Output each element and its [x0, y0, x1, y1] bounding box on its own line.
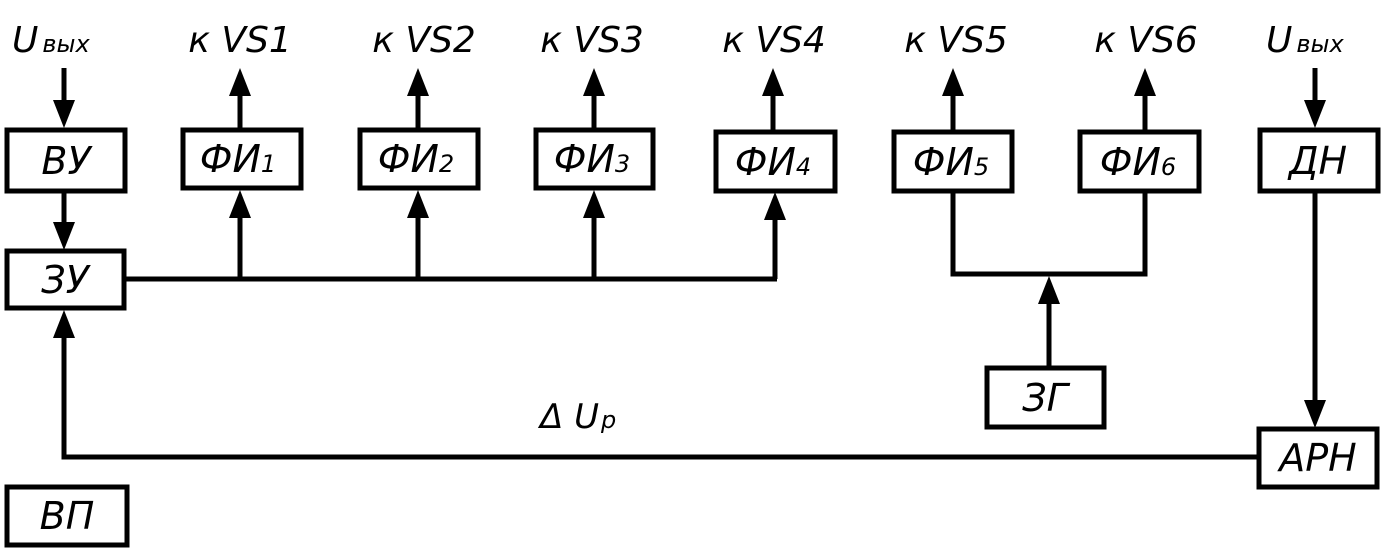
- arrowhead-vs3: [583, 68, 605, 96]
- block-fi4-label: ФИ4: [735, 140, 811, 184]
- block-vp: ВП: [4, 484, 130, 548]
- block-arn-label: АРН: [1276, 436, 1356, 480]
- block-zu: ЗУ: [4, 248, 127, 311]
- block-fi6: ФИ6: [1077, 129, 1202, 194]
- output-label-vs5: к VS5: [904, 20, 1008, 61]
- arrowhead-fi4-in: [764, 192, 786, 220]
- block-fi3: ФИ3: [533, 127, 656, 191]
- block-fi2: ФИ2: [357, 127, 481, 191]
- arrowhead-dn: [1304, 100, 1326, 128]
- block-fi5: ФИ5: [891, 129, 1015, 194]
- arrowhead-vs1: [229, 68, 251, 96]
- output-label-vs1: к VS1: [188, 20, 292, 61]
- arrowhead-fi1-in: [229, 190, 251, 218]
- block-fi4: ФИ4: [713, 129, 838, 194]
- block-fi1: ФИ1: [180, 127, 304, 191]
- block-fi1-label: ФИ1: [200, 137, 276, 181]
- wire-fi5-fi6-bracket: [950, 192, 1148, 277]
- arrowhead-fi2-in: [407, 190, 429, 218]
- arrowhead-vs2: [407, 68, 429, 96]
- arrowhead-arn: [1304, 400, 1326, 428]
- block-vu: ВУ: [4, 127, 128, 194]
- arrowhead-fi3-in: [583, 190, 605, 218]
- block-fi5-label: ФИ5: [913, 140, 989, 184]
- block-vu-label: ВУ: [41, 139, 93, 183]
- block-fi6-label: ФИ6: [1100, 140, 1176, 184]
- output-label-vs3: к VS3: [540, 20, 644, 61]
- arrowhead-vu: [53, 100, 75, 128]
- block-fi2-label: ФИ2: [378, 137, 454, 181]
- output-label-vs6: к VS6: [1094, 20, 1198, 61]
- arrowhead-vs6: [1134, 68, 1156, 96]
- feedback-label: Δ Uр: [537, 397, 616, 437]
- block-zg-label: ЗГ: [1022, 376, 1070, 420]
- arrowhead-vs5: [942, 68, 964, 96]
- output-label-vs2: к VS2: [372, 20, 476, 61]
- arrowhead-zu-bottom: [53, 310, 75, 338]
- arrowhead-zu-top: [53, 222, 75, 250]
- block-zu-label: ЗУ: [41, 258, 91, 302]
- block-dn-label: ДН: [1287, 139, 1347, 183]
- arrowhead-vs4: [762, 68, 784, 96]
- wire-feedback: [61, 330, 1259, 460]
- arrowhead-zg-bracket: [1038, 276, 1060, 304]
- output-label-vs4: к VS4: [722, 20, 826, 61]
- block-dn: ДН: [1257, 127, 1381, 194]
- block-arn: АРН: [1256, 426, 1380, 490]
- block-fi3-label: ФИ3: [554, 137, 630, 181]
- block-zg: ЗГ: [984, 365, 1107, 430]
- block-vp-label: ВП: [40, 494, 95, 538]
